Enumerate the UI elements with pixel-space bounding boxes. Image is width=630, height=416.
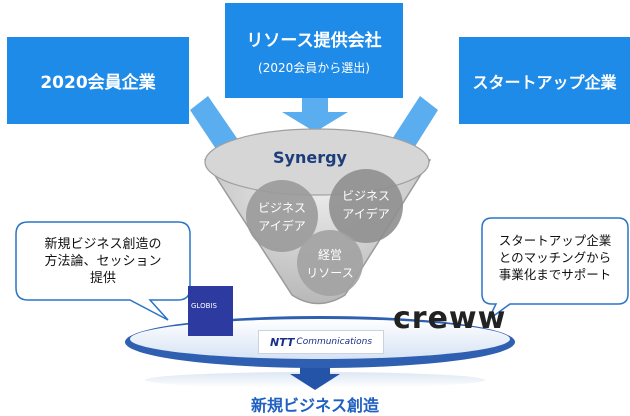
resource-provider-title: リソース提供会社 bbox=[246, 30, 382, 51]
arrow-center bbox=[282, 98, 348, 132]
circle-label-line: 経営 bbox=[317, 248, 342, 262]
circle-label-line: アイデア bbox=[342, 207, 390, 221]
ntt-communications-logo: NTT Communications bbox=[258, 330, 384, 354]
globis-logo-text: GLOBIS bbox=[191, 302, 217, 310]
circle-management-resource bbox=[297, 230, 363, 296]
ntt-logo-prefix: NTT bbox=[269, 335, 295, 349]
bubble-left-line: 新規ビジネス創造の bbox=[44, 237, 162, 252]
circle-label-line: リソース bbox=[306, 266, 354, 280]
bubble-left-line: 方法論、セッション bbox=[44, 254, 162, 269]
bubble-right bbox=[481, 217, 629, 321]
bubble-right-line: とのマッチングから bbox=[498, 250, 612, 265]
member-companies-box: 2020会員企業 bbox=[7, 37, 189, 124]
resource-provider-subtitle: (2020会員から選出) bbox=[258, 60, 370, 75]
bubble-right-line: 事業化までサポート bbox=[498, 267, 612, 282]
circle-label-line: ビジネス bbox=[257, 201, 306, 215]
circle-business-idea-left bbox=[246, 180, 318, 252]
resource-provider-box: リソース提供会社 (2020会員から選出) bbox=[225, 3, 403, 98]
circle-label-management-resource: 経営 リソース bbox=[296, 246, 364, 282]
startup-companies-label: スタートアップ企業 bbox=[472, 72, 617, 92]
globis-logo: GLOBIS bbox=[188, 286, 233, 336]
circle-label-business-idea-left: ビジネス アイデア bbox=[246, 199, 318, 235]
bubble-left bbox=[15, 221, 191, 321]
ntt-logo-name: Communications bbox=[296, 337, 373, 347]
synergy-label: Synergy bbox=[273, 148, 347, 167]
bubble-right-text: スタートアップ企業 とのマッチングから 事業化までサポート bbox=[484, 232, 626, 283]
startup-companies-box: スタートアップ企業 bbox=[459, 37, 630, 124]
bubble-right-line: スタートアップ企業 bbox=[498, 233, 612, 248]
member-companies-label: 2020会員企業 bbox=[40, 73, 156, 93]
circle-business-idea-right bbox=[329, 169, 403, 243]
circle-label-business-idea-right: ビジネス アイデア bbox=[330, 187, 402, 223]
bubble-left-text: 新規ビジネス創造の 方法論、セッション 提供 bbox=[20, 236, 186, 287]
creww-logo: creww bbox=[393, 301, 507, 336]
circle-label-line: ビジネス bbox=[341, 189, 390, 203]
circle-label-line: アイデア bbox=[258, 219, 306, 233]
new-business-creation-label: 新規ビジネス創造 bbox=[250, 396, 379, 415]
bubble-left-line: 提供 bbox=[89, 271, 116, 286]
